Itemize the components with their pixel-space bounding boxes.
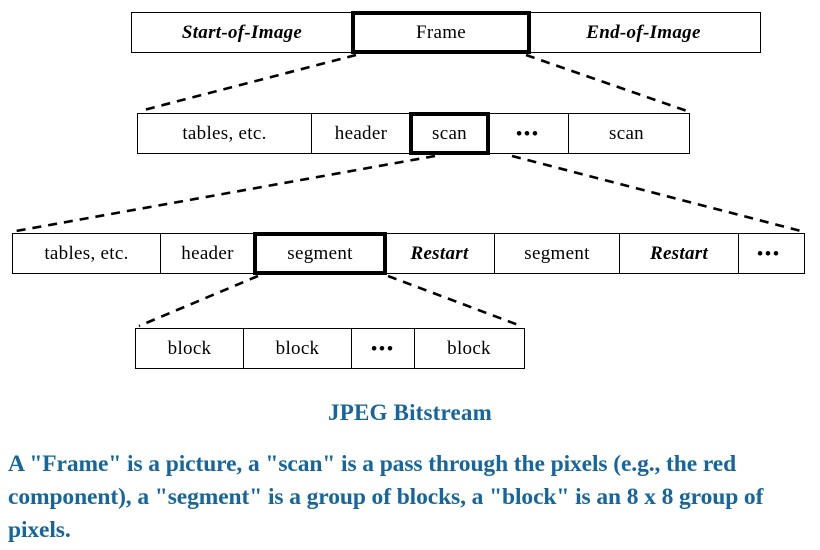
cell-tables-etc-scan[interactable]: tables, etc.	[13, 234, 161, 273]
connector-scan-right	[511, 154, 802, 233]
cell-restart-1[interactable]: Restart	[385, 234, 495, 273]
bitstream-row-scan-level: tables, etc. header segment Restart segm…	[12, 232, 805, 275]
connector-segment-right	[387, 274, 522, 328]
connector-segment-left	[138, 274, 259, 328]
cell-segment-highlighted[interactable]: segment	[253, 232, 387, 275]
cell-ellipsis-frame: •••	[488, 114, 569, 153]
jpeg-bitstream-diagram: Start-of-Image Frame End-of-Image tables…	[12, 11, 805, 369]
cell-block-3[interactable]: block	[415, 329, 523, 368]
bitstream-row-frame-level: tables, etc. header scan ••• scan	[137, 112, 690, 155]
cell-ellipsis-scan: •••	[739, 234, 799, 273]
connector-frame-left	[139, 53, 357, 113]
connector-frame-right	[525, 53, 688, 113]
cell-frame[interactable]: Frame	[351, 11, 531, 54]
diagram-description: A "Frame" is a picture, a "scan" is a pa…	[8, 451, 764, 543]
connector-scan-left	[15, 154, 436, 233]
cell-ellipsis-segment: •••	[352, 329, 415, 368]
cell-block-2[interactable]: block	[244, 329, 352, 368]
cell-scan-last[interactable]: scan	[569, 114, 684, 153]
cell-restart-2[interactable]: Restart	[620, 234, 739, 273]
cell-header-scan[interactable]: header	[161, 234, 255, 273]
cell-tables-etc-frame[interactable]: tables, etc.	[138, 114, 312, 153]
cell-scan-highlighted[interactable]: scan	[409, 112, 490, 155]
cell-start-of-image[interactable]: Start-of-Image	[132, 13, 353, 52]
bitstream-row-image-level: Start-of-Image Frame End-of-Image	[131, 11, 761, 54]
cell-block-1[interactable]: block	[136, 329, 244, 368]
bitstream-row-segment-level: block block ••• block	[135, 328, 525, 369]
diagram-caption: JPEG Bitstream	[328, 400, 492, 425]
cell-end-of-image[interactable]: End-of-Image	[529, 13, 758, 52]
cell-header-frame[interactable]: header	[312, 114, 411, 153]
cell-segment-2[interactable]: segment	[495, 234, 620, 273]
